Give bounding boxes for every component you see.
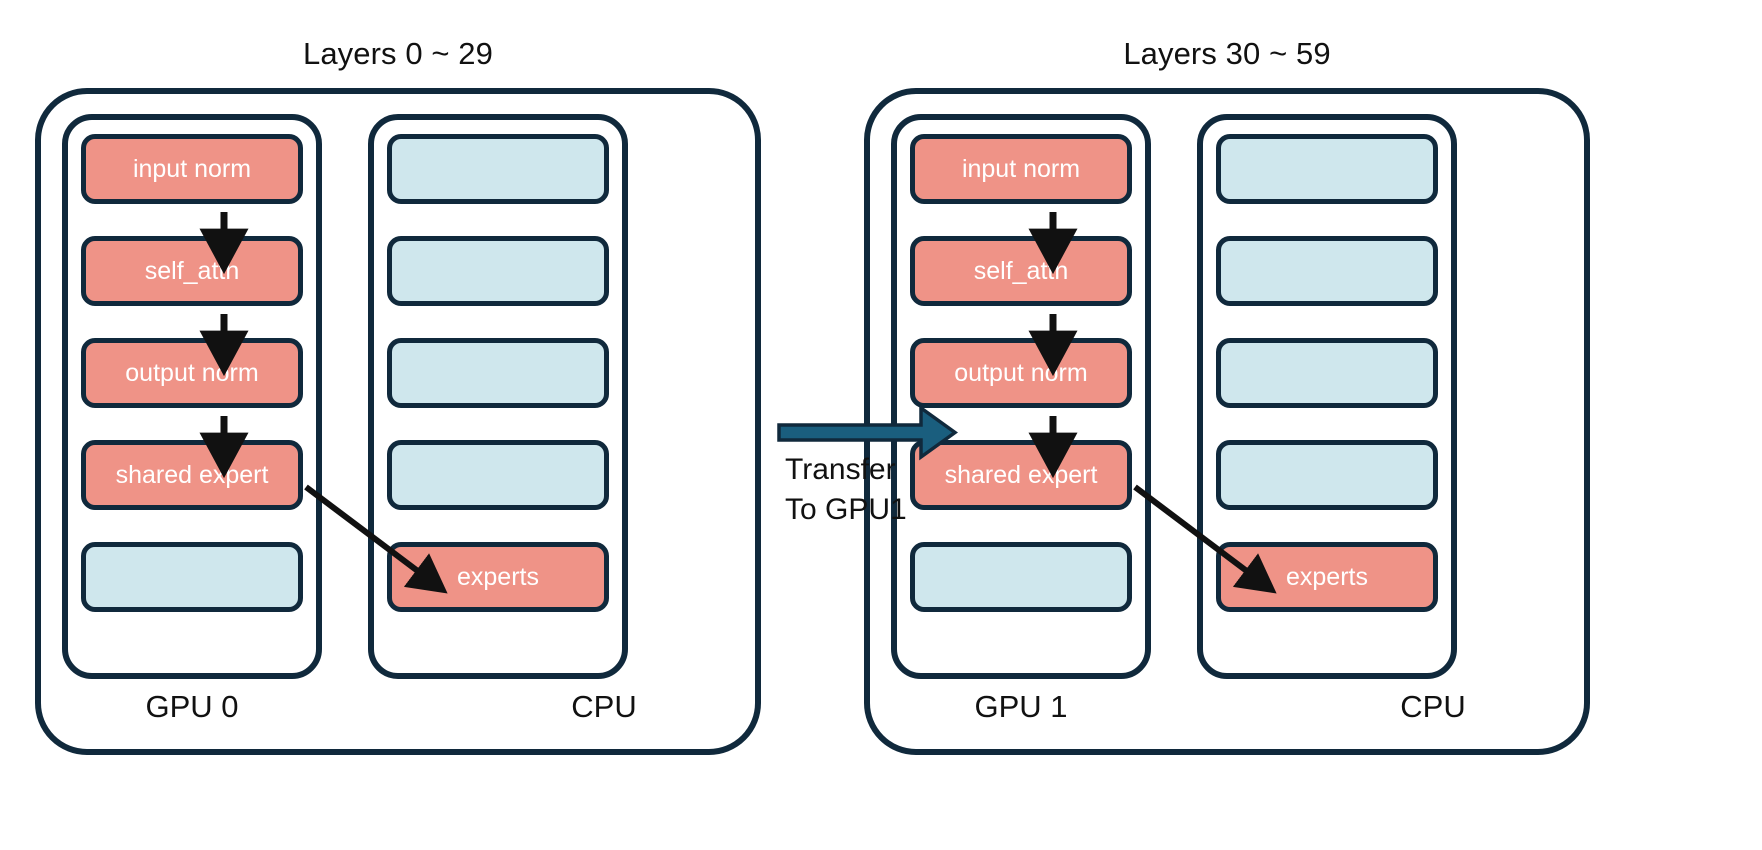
left-gpu-column: input norm self_attn output norm shared … — [62, 114, 322, 679]
right-cpu-column: experts — [1197, 114, 1457, 679]
left-cpu-slot-2[interactable] — [387, 236, 609, 306]
transfer-label-line1: Transfer — [785, 453, 896, 486]
left-gpu-slot-self-attn[interactable]: self_attn — [81, 236, 303, 306]
left-cpu-column: experts — [368, 114, 628, 679]
right-gpu-slot-shared-expert[interactable]: shared expert — [910, 440, 1132, 510]
right-gpu-column: input norm self_attn output norm shared … — [891, 114, 1151, 679]
right-cpu-slot-experts[interactable]: experts — [1216, 542, 1438, 612]
right-gpu-label: GPU 1 — [974, 689, 1068, 724]
left-columns: input norm self_attn output norm shared … — [62, 114, 734, 679]
right-columns: input norm self_attn output norm shared … — [891, 114, 1563, 679]
left-gpu-slot-empty[interactable] — [81, 542, 303, 612]
left-gpu-slot-shared-expert[interactable]: shared expert — [81, 440, 303, 510]
right-cpu-slot-2[interactable] — [1216, 236, 1438, 306]
left-gpu-label: GPU 0 — [145, 689, 239, 724]
panel-right: Layers 30 ~ 59 input norm self_attn outp… — [864, 36, 1590, 762]
right-gpu-slot-input-norm[interactable]: input norm — [910, 134, 1132, 204]
left-cpu-slot-experts[interactable]: experts — [387, 542, 609, 612]
panel-left-title: Layers 0 ~ 29 — [302, 36, 493, 71]
right-gpu-slot-output-norm[interactable]: output norm — [910, 338, 1132, 408]
left-cpu-label: CPU — [571, 689, 637, 724]
panel-right-title: Layers 30 ~ 59 — [1123, 36, 1331, 71]
transfer-label-line2: To GPU1 — [785, 492, 907, 526]
right-gpu-slot-self-attn[interactable]: self_attn — [910, 236, 1132, 306]
left-cpu-slot-3[interactable] — [387, 338, 609, 408]
right-cpu-slot-4[interactable] — [1216, 440, 1438, 510]
right-cpu-slot-3[interactable] — [1216, 338, 1438, 408]
left-cpu-slot-4[interactable] — [387, 440, 609, 510]
right-cpu-label: CPU — [1400, 689, 1466, 724]
panel-left: Layers 0 ~ 29 input norm self_attn outpu… — [35, 36, 761, 762]
left-gpu-slot-output-norm[interactable]: output norm — [81, 338, 303, 408]
right-cpu-slot-1[interactable] — [1216, 134, 1438, 204]
left-gpu-slot-input-norm[interactable]: input norm — [81, 134, 303, 204]
left-cpu-slot-1[interactable] — [387, 134, 609, 204]
transfer-label: Transfer To GPU1 — [785, 450, 907, 530]
right-gpu-slot-empty[interactable] — [910, 542, 1132, 612]
